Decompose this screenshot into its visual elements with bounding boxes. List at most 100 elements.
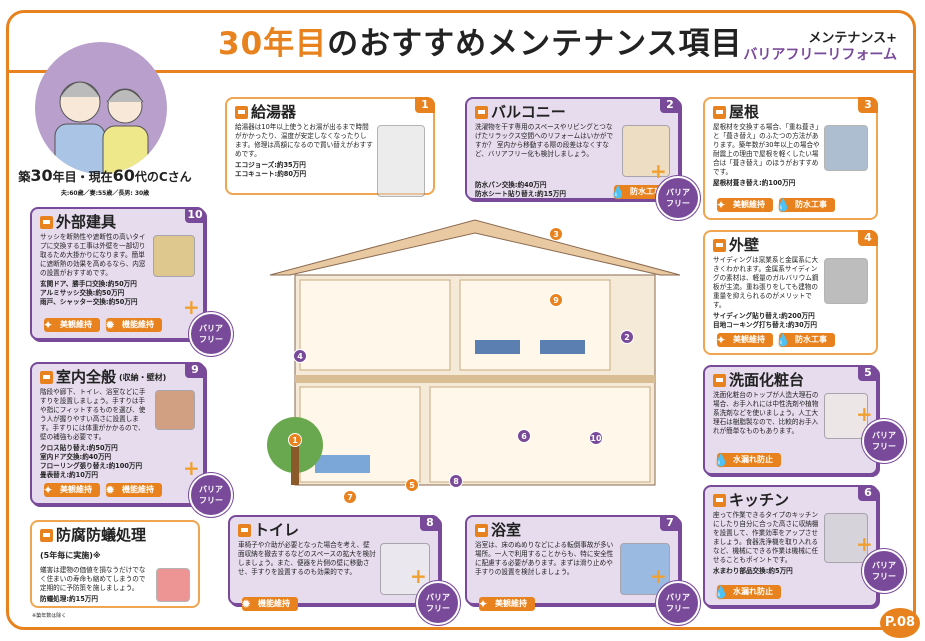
panel-termite: 防腐防蟻処理(5年毎に実施)※蟻害は建物の価値を損なうだけでなく住まいの寿命も縮…: [30, 520, 200, 608]
subtitle: メンテナンス+バリアフリーリフォーム: [743, 30, 897, 64]
barrier-free-label: バリア: [872, 561, 896, 570]
footnote: ※築年数は除く: [32, 613, 67, 619]
house-marker-4[interactable]: 4: [293, 349, 307, 363]
tag-label: 美観維持: [60, 320, 92, 329]
panel-heading: 室内全般(収納・壁材): [40, 369, 195, 386]
panel-text: 浴室は、床のぬめりなどによる転倒事故が多い場所。一人で利用することからも、特に安…: [475, 541, 616, 595]
category-icon: [713, 374, 726, 387]
panel-heading: トイレ: [238, 522, 430, 539]
panel-heading: 浴室: [475, 522, 670, 539]
barrier-free-badge: バリアフリー: [856, 539, 906, 593]
panel-footer: ✦美観維持: [475, 595, 670, 611]
panel-text: 座って作業できるタイプのキッチンにしたり自分に合った高さに収納棚を設置して、作業…: [713, 511, 820, 565]
panel-body: 浴室は、床のぬめりなどによる転倒事故が多い場所。一人で利用することからも、特に安…: [475, 541, 614, 576]
house-marker-5[interactable]: 5: [405, 478, 419, 492]
panel-footer: 防水パン交換:約40万円防水シート貼り替え:約15万円💧防水工事: [475, 177, 670, 199]
panel-footer: ✦ 美観維持 ✹機能維持: [40, 316, 195, 332]
price-list: 水まわり部品交換:約5万円: [713, 567, 868, 576]
panel-illustration: [156, 568, 190, 602]
price-line: 室内ドア交換:約40万円: [40, 453, 112, 461]
house-marker-2[interactable]: 2: [620, 330, 634, 344]
maintenance-tags: ✦美観維持✹機能維持: [40, 483, 162, 497]
barrier-free-label: フリー: [426, 604, 450, 613]
panel-title: バルコニー: [491, 103, 566, 121]
family-illustration: [35, 42, 167, 174]
panel-content: 階段や廊下、トイレ、浴室などに手すりを設置しましょう。手すりは手や指にフィットす…: [40, 388, 195, 442]
tag-label: 美観維持: [495, 599, 527, 608]
house-marker-8[interactable]: 8: [449, 474, 463, 488]
caption-age: 60: [112, 166, 135, 185]
subtitle-line2: バリアフリーリフォーム: [743, 47, 897, 63]
panel-text: 洗面化粧台のトップが人造大理石の場合、お手入れには中性洗剤や植物系洗剤などを使い…: [713, 391, 820, 439]
caption-mid: 年目・現在: [52, 170, 113, 184]
panel-content: 洗面化粧台のトップが人造大理石の場合、お手入れには中性洗剤や植物系洗剤などを使い…: [713, 391, 868, 439]
tag-水漏れ防止: 💧水漏れ防止: [714, 453, 781, 467]
house-marker-6[interactable]: 6: [517, 429, 531, 443]
tag-防水工事: 💧防水工事: [776, 198, 835, 212]
category-icon: [40, 216, 53, 229]
category-icon: [475, 524, 488, 537]
panel-heading: 外壁: [713, 237, 868, 254]
panel-body: 車椅子や介助が必要となった場合を考え、壁面収納を撤去するなどのスペースの拡大を検…: [238, 541, 376, 576]
panel-number: 5: [858, 365, 878, 381]
house-marker-3[interactable]: 3: [549, 227, 563, 241]
gear-icon: ✹: [240, 597, 252, 611]
panel-number: 9: [185, 362, 205, 378]
sparkle-icon: ✦: [42, 318, 54, 332]
price-list: 防水パン交換:約40万円防水シート貼り替え:約15万円: [475, 181, 566, 199]
panel-title: 給湯器: [251, 103, 297, 121]
price-line: クロス貼り替え:約50万円: [40, 444, 118, 452]
panel-illustration: [824, 258, 868, 304]
panel-body: サイディングは窯業系と金属系に大きくわかれます。金属系サイディングの素材は、軽量…: [713, 256, 819, 309]
panel-illustration: [377, 125, 425, 197]
panel-text: サッシを断熱性や遮断性の高いタイプに交換する工事は外壁を一部切り取るため大掛かり…: [40, 233, 149, 278]
panel-text: 車椅子や介助が必要となった場合を考え、壁面収納を撤去するなどのスペースの拡大を検…: [238, 541, 376, 595]
barrier-free-label: フリー: [872, 442, 896, 451]
panel-body: 座って作業できるタイプのキッチンにしたり自分に合った高さに収納棚を設置して、作業…: [713, 511, 819, 564]
panel-number: 10: [185, 207, 205, 223]
panel-title: 洗面化粧台: [729, 371, 805, 389]
maintenance-tags: ✦美観維持💧防水工事: [713, 198, 835, 212]
panel-footer: ✦美観維持💧防水工事: [713, 196, 868, 212]
house-marker-1[interactable]: 1: [288, 433, 302, 447]
barrier-free-label: フリー: [666, 604, 690, 613]
panel-body: 蟻害は建物の価値を損なうだけでなく住まいの寿命も縮めてしまうので定期的に予防策を…: [40, 566, 146, 592]
price-list: 屋根材葺き替え:約100万円: [713, 179, 868, 188]
panel-number: 6: [858, 485, 878, 501]
panel-heading: 屋根: [713, 104, 868, 121]
category-icon: [475, 106, 488, 119]
panel-footer: 💧水漏れ防止: [713, 583, 868, 599]
barrier-free-label: フリー: [199, 335, 223, 344]
page-title: 30年目のおすすめメンテナンス項目: [212, 18, 749, 63]
barrier-free-label: バリア: [666, 593, 690, 602]
tag-label: 美観維持: [733, 335, 765, 344]
panel-heading: 洗面化粧台: [713, 372, 868, 389]
tag-機能維持: ✹機能維持: [105, 318, 162, 332]
sparkle-icon: ✦: [715, 333, 727, 347]
panel-footer: ✹機能維持: [238, 595, 430, 611]
house-marker-9[interactable]: 9: [549, 293, 563, 307]
category-icon: [40, 371, 53, 384]
panel-content: 蟻害は建物の価値を損なうだけでなく住まいの寿命も縮めてしまうので定期的に予防策を…: [40, 566, 190, 604]
barrier-free-label: バリア: [426, 593, 450, 602]
house-marker-7[interactable]: 7: [343, 490, 357, 504]
maintenance-tags: ✦美観維持💧防水工事: [713, 333, 835, 347]
maintenance-tags: ✦美観維持: [475, 597, 535, 611]
tag-label: 機能維持: [122, 320, 154, 329]
panel-number: 4: [858, 230, 878, 246]
house-marker-10[interactable]: 10: [589, 431, 603, 445]
price-line: 玄関ドア、勝手口交換:約50万円: [40, 280, 137, 288]
panel-number: 1: [415, 97, 435, 113]
tag-機能維持: ✹機能維持: [105, 483, 162, 497]
water-drop-icon: 💧: [610, 185, 626, 199]
panel-footer: ✦美観維持💧防水工事: [713, 331, 868, 347]
panel-heading: キッチン: [713, 492, 868, 509]
header-divider: [6, 70, 916, 73]
maintenance-tags: ✦ 美観維持 ✹機能維持: [40, 318, 162, 332]
barrier-free-badge: バリアフリー: [650, 571, 700, 625]
tag-label: 水漏れ防止: [733, 587, 773, 596]
